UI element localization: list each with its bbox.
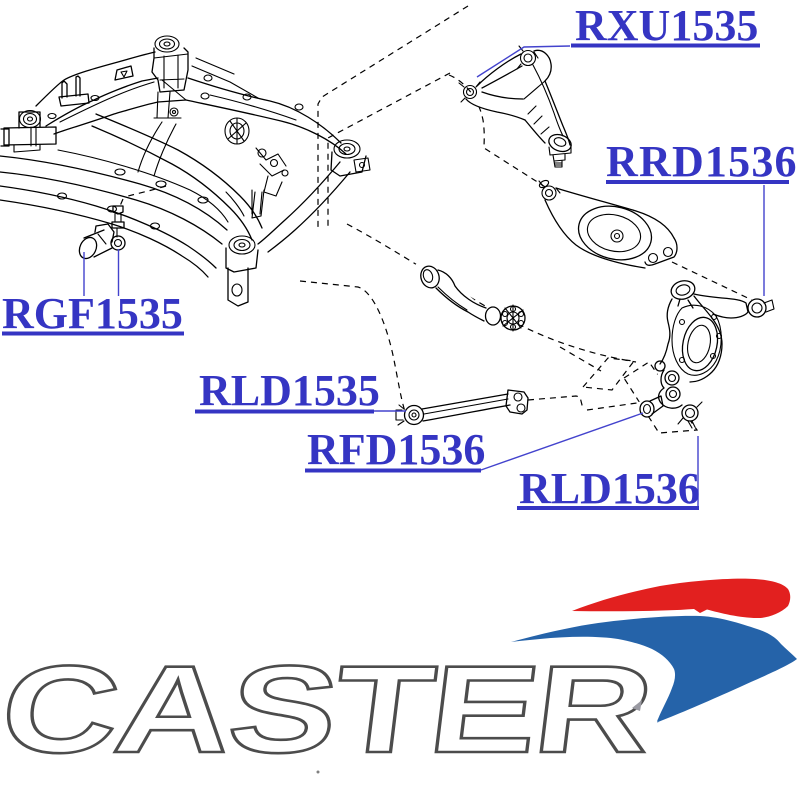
svg-text:RLD1536: RLD1536 xyxy=(519,464,700,513)
svg-text:RXU1535: RXU1535 xyxy=(575,1,758,50)
svg-text:CASTER: CASTER xyxy=(0,639,658,778)
svg-text:RFD1536: RFD1536 xyxy=(307,425,485,474)
svg-text:RGF1535: RGF1535 xyxy=(2,289,183,338)
svg-text:RLD1535: RLD1535 xyxy=(199,366,380,415)
svg-text:RRD1536: RRD1536 xyxy=(606,137,798,186)
